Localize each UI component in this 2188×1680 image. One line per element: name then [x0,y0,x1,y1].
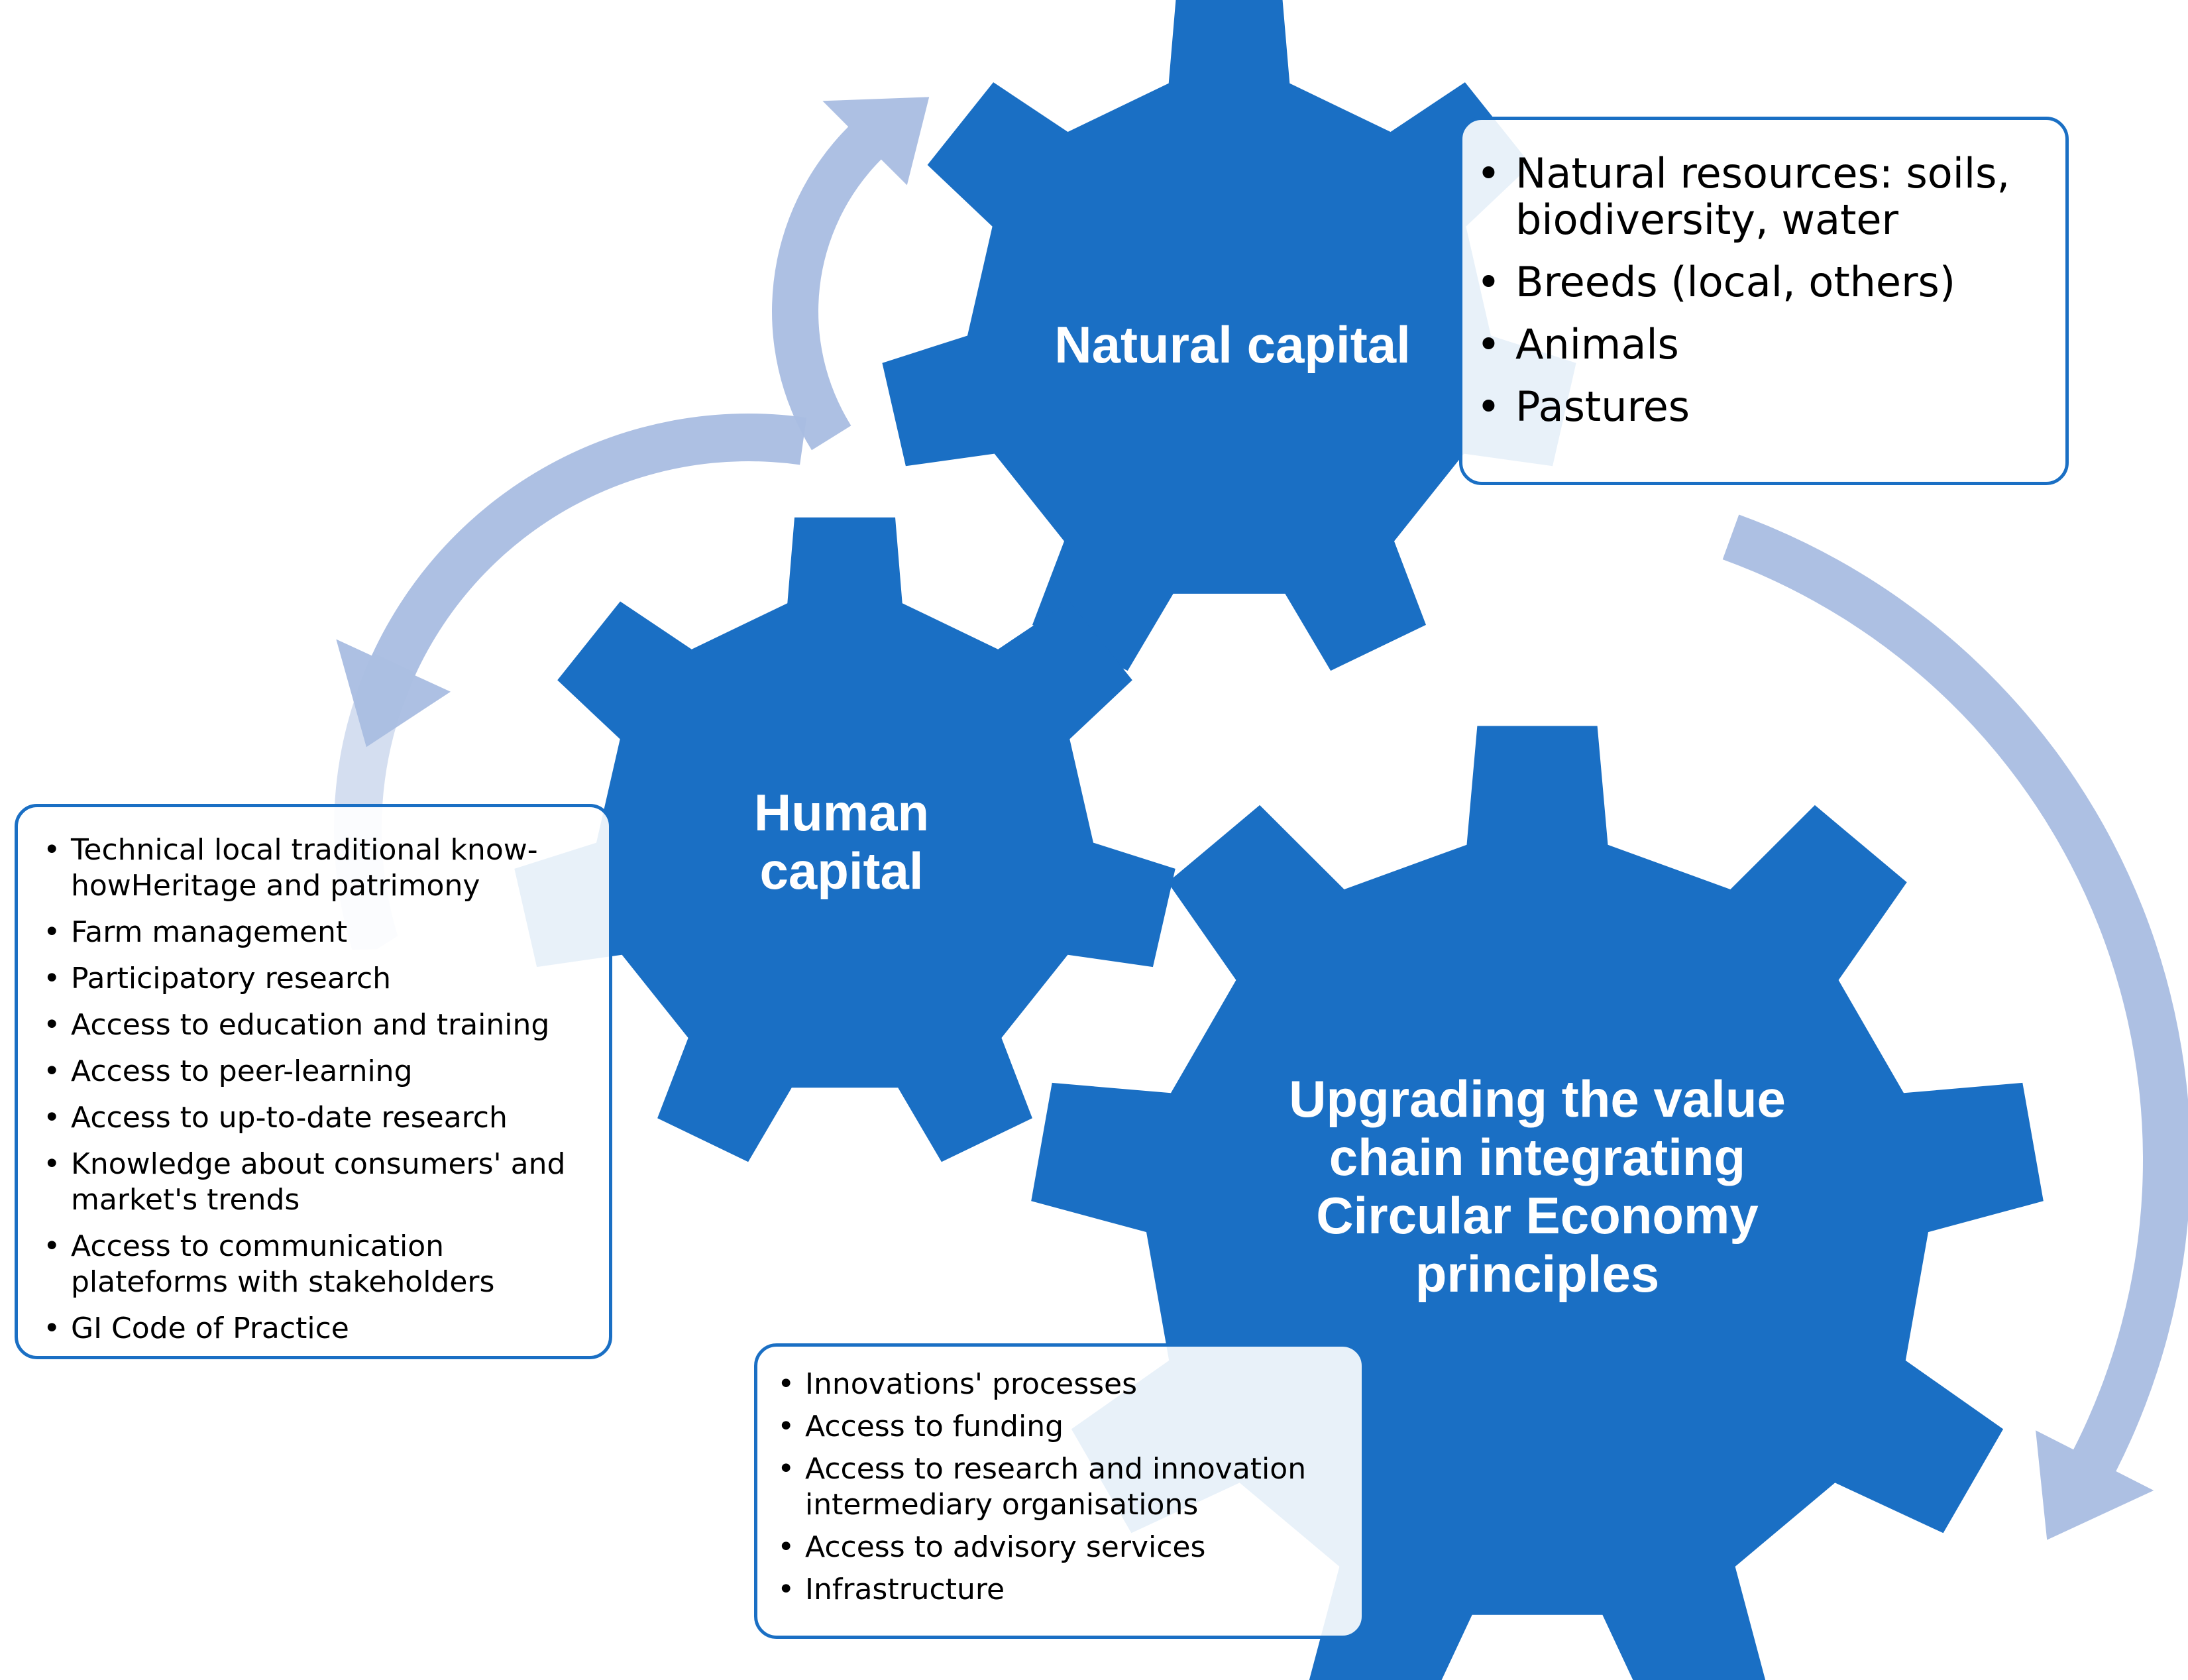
value-chain-box: Innovations' processes Access to funding… [754,1343,1365,1639]
human-capital-item: Access to up-to-date research [43,1100,596,1136]
natural-capital-item: Animals [1476,321,2046,368]
natural-capital-item: Breeds (local, others) [1476,259,2046,306]
value-chain-item: Access to funding [777,1409,1348,1445]
natural-capital-item: Natural resources: soils, biodiversity, … [1476,150,2046,243]
human-capital-item: GI Code of Practice [43,1311,596,1347]
value-chain-item: Access to research and innovation interm… [777,1451,1348,1523]
value-chain-item: Infrastructure [777,1572,1348,1608]
arrow-to-natural-capital [771,97,930,451]
value-chain-item: Access to advisory services [777,1530,1348,1565]
natural-capital-item: Pastures [1476,384,2046,431]
human-capital-item: Farm management [43,915,596,950]
human-capital-item: Access to communication plateforms with … [43,1229,596,1300]
human-capital-item: Access to education and training [43,1007,596,1043]
human-capital-box: Technical local traditional know-howHeri… [15,804,612,1359]
natural-capital-gear [882,0,1576,671]
natural-capital-label: Natural capital [1054,315,1411,374]
human-capital-item: Technical local traditional know-howHeri… [43,832,596,904]
human-capital-item: Participatory research [43,961,596,997]
human-capital-item: Knowledge about consumers' and market's … [43,1147,596,1218]
human-capital-gear [514,517,1176,1162]
natural-capital-box: Natural resources: soils, biodiversity, … [1459,117,2069,485]
human-capital-label: Human capital [753,783,930,900]
human-capital-item: Access to peer-learning [43,1054,596,1090]
value-chain-item: Innovations' processes [777,1367,1348,1402]
value-chain-label: Upgrading the value chain integrating Ci… [1289,1069,1786,1304]
